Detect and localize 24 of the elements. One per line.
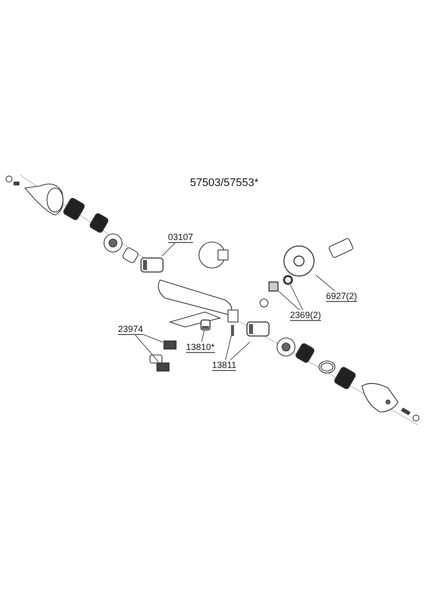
rosette-drawing <box>282 244 316 278</box>
aerator <box>163 340 177 350</box>
callout-number: 13811 <box>212 360 236 371</box>
callout-number: 13810* <box>186 342 215 353</box>
leader-line <box>225 336 232 360</box>
callout-number: 6927(2) <box>326 291 358 302</box>
model-number-title: 57503/57553* <box>190 177 259 189</box>
leader-line <box>201 330 204 342</box>
leader-line <box>142 334 164 343</box>
leader-line <box>290 284 304 310</box>
leader-line <box>134 334 160 362</box>
callout-number: 23974 <box>118 324 144 335</box>
seal-ring <box>283 275 293 285</box>
screw <box>229 325 236 336</box>
filter <box>268 281 279 292</box>
aerator <box>156 362 170 372</box>
nut-drawing <box>200 319 211 331</box>
cartridge-drawing <box>140 256 166 274</box>
leader-line <box>162 242 176 256</box>
callout-number: 03107 <box>168 232 194 243</box>
leader-line <box>316 274 336 292</box>
callout-number: 2369(2) <box>290 310 322 321</box>
leader-line <box>278 291 300 310</box>
leader-line <box>230 342 250 360</box>
